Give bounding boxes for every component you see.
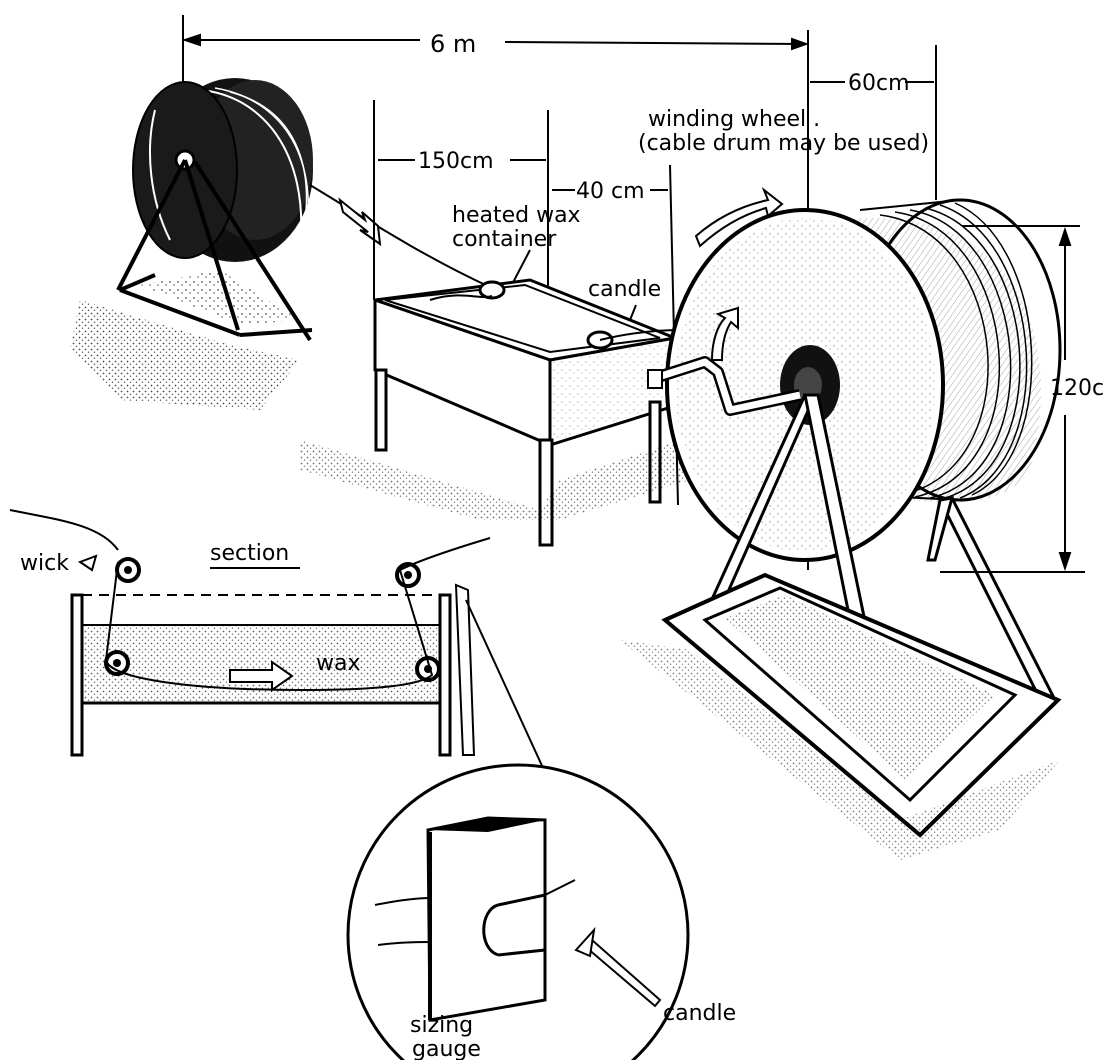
cable-drum-note: (cable drum may be used)	[638, 131, 929, 156]
wick-line	[309, 184, 493, 289]
dimension-60cm-label: 60cm	[848, 71, 910, 96]
supply-reel	[70, 78, 313, 410]
wick-direction-arrow	[338, 197, 382, 247]
wick-arrow	[77, 554, 98, 572]
dimension-60cm	[810, 45, 937, 200]
heated-wax-label: heated wax	[452, 203, 581, 228]
sizing-gauge-detail	[346, 763, 690, 1064]
wax-container	[300, 278, 690, 547]
candle-label-top: candle	[588, 277, 661, 302]
section-view	[9, 509, 561, 806]
container-label: container	[452, 227, 557, 252]
gauge-label: gauge	[412, 1037, 481, 1060]
dimension-120cm	[940, 225, 1085, 573]
dimension-150cm-label: 150cm	[418, 149, 494, 174]
wick-label: wick	[20, 551, 69, 576]
dimension-40cm-label: 40 cm	[576, 179, 645, 204]
dimension-120cm-label: 120cm	[1050, 376, 1105, 401]
section-label: section	[210, 541, 289, 566]
sizing-label: sizing	[410, 1013, 473, 1038]
dimension-6m-label: 6 m	[430, 30, 476, 58]
wax-label: wax	[316, 651, 361, 676]
winding-wheel-label: winding wheel .	[648, 107, 820, 132]
candle-label-bottom: candle	[663, 1001, 736, 1026]
winding-wheel	[620, 186, 1062, 860]
